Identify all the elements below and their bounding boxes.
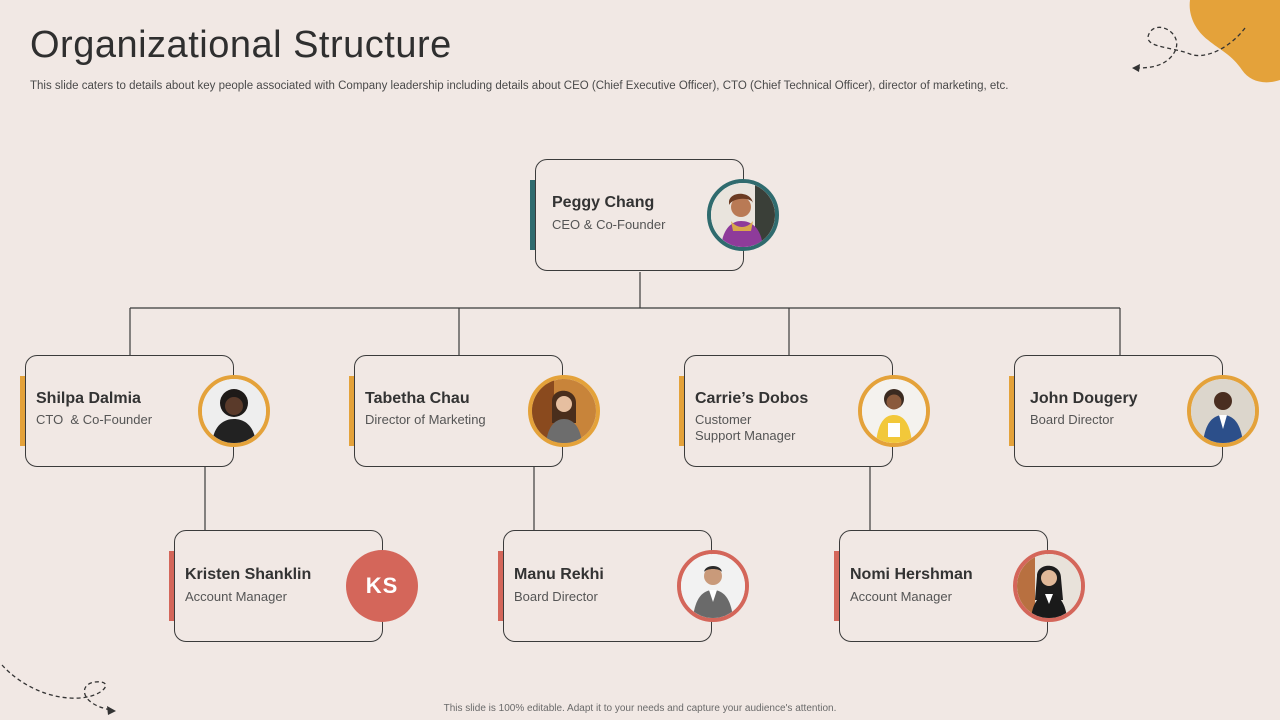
person-photo-icon bbox=[1017, 554, 1081, 618]
person-name: Kristen Shanklin bbox=[185, 566, 312, 583]
person-photo-icon bbox=[681, 554, 745, 618]
person-role: Account Manager bbox=[185, 589, 287, 604]
person-role: Board Director bbox=[1030, 412, 1114, 427]
ceo-avatar bbox=[707, 179, 779, 251]
person-photo-icon bbox=[1191, 379, 1255, 443]
person-photo-icon bbox=[532, 379, 596, 443]
avatar-initials: KS bbox=[365, 573, 399, 598]
accent-bar bbox=[530, 180, 535, 250]
person-photo-icon bbox=[202, 379, 266, 443]
accent-bar bbox=[834, 551, 839, 621]
avatar-shilpa-dalmia bbox=[198, 375, 270, 447]
accent-bar bbox=[349, 376, 354, 446]
member-card-carries-dobos[interactable]: Carrie’s Dobos Customer Support Manager bbox=[679, 355, 893, 467]
avatar-nomi-hershman bbox=[1013, 550, 1085, 622]
person-role: Director of Marketing bbox=[365, 412, 486, 427]
page-subtitle: This slide caters to details about key p… bbox=[30, 80, 1009, 92]
footer-note: This slide is 100% editable. Adapt it to… bbox=[443, 703, 837, 714]
accent-bar bbox=[498, 551, 503, 621]
person-role: Account Manager bbox=[850, 589, 952, 604]
accent-bar bbox=[1009, 376, 1014, 446]
person-name: Peggy Chang bbox=[552, 194, 655, 211]
avatar-john-dougery bbox=[1187, 375, 1259, 447]
avatar-tabetha-chau bbox=[528, 375, 600, 447]
avatar-carries-dobos bbox=[858, 375, 930, 447]
member-card-manu-rekhi[interactable]: Manu Rekhi Board Director bbox=[498, 530, 712, 642]
person-role: CTO & Co-Founder bbox=[36, 412, 153, 427]
person-name: Manu Rekhi bbox=[514, 566, 604, 583]
dashed-arrow-bottom-decoration bbox=[1, 664, 116, 715]
person-name: Nomi Hershman bbox=[850, 566, 973, 583]
person-name: Shilpa Dalmia bbox=[36, 390, 141, 407]
person-name: Tabetha Chau bbox=[365, 390, 470, 407]
person-role: Board Director bbox=[514, 589, 598, 604]
person-name: John Dougery bbox=[1030, 390, 1138, 407]
corner-blob-decoration bbox=[1189, 0, 1280, 83]
accent-bar bbox=[169, 551, 174, 621]
person-role: CEO & Co-Founder bbox=[552, 217, 666, 232]
accent-bar bbox=[679, 376, 684, 446]
person-photo-icon bbox=[862, 379, 926, 443]
page-title: Organizational Structure bbox=[30, 24, 452, 66]
dashed-arrow-top-decoration bbox=[1132, 26, 1246, 72]
member-card-nomi-hershman[interactable]: Nomi Hershman Account Manager bbox=[834, 530, 1048, 642]
avatar-kristen-shanklin: KS bbox=[346, 550, 418, 622]
person-role: Customer Support Manager bbox=[695, 412, 796, 443]
person-name: Carrie’s Dobos bbox=[695, 390, 809, 407]
person-photo-icon bbox=[711, 183, 775, 247]
accent-bar bbox=[20, 376, 25, 446]
avatar-manu-rekhi bbox=[677, 550, 749, 622]
